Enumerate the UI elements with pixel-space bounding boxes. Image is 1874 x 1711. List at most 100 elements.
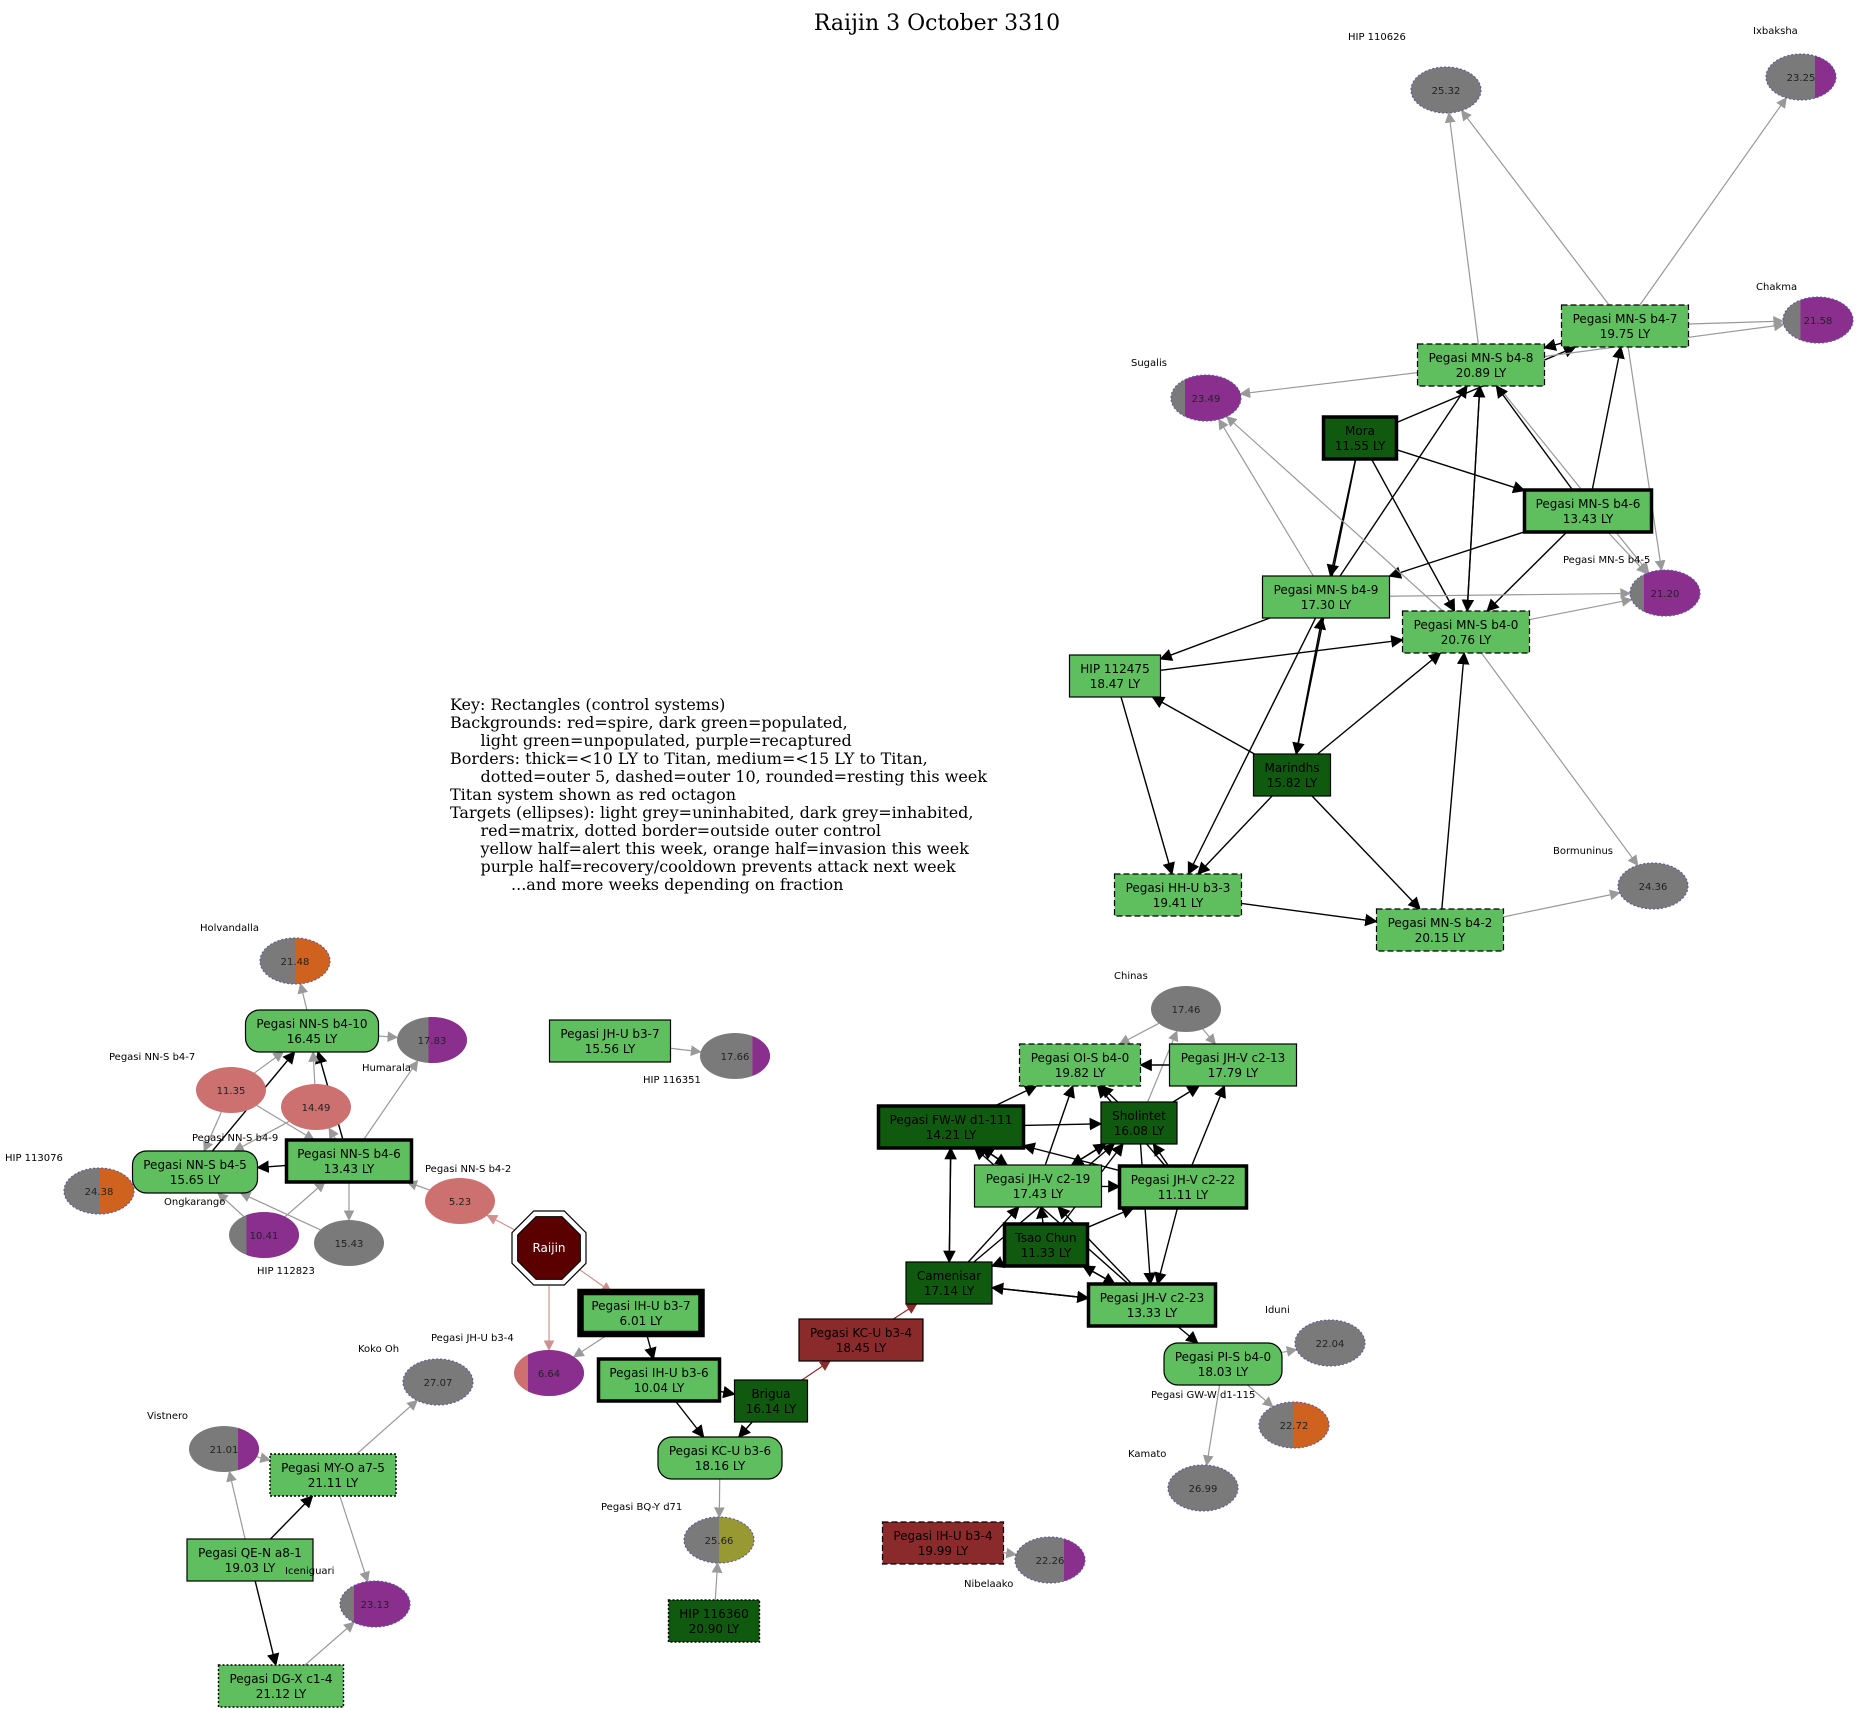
system-name: Pegasi DG-X c1-4	[229, 1672, 332, 1686]
key-line: purple half=recovery/cooldown prevents a…	[450, 857, 956, 876]
system-mn7[interactable]: Pegasi MN-S b4-719.75 LY	[1560, 304, 1690, 348]
system-mn0[interactable]: Pegasi MN-S b4-020.76 LY	[1401, 610, 1531, 654]
system-hh3[interactable]: Pegasi HH-U b3-319.41 LY	[1113, 873, 1243, 917]
system-ih6[interactable]: Pegasi IH-U b3-610.04 LY	[596, 1357, 722, 1403]
system-myo[interactable]: Pegasi MY-O a7-521.11 LY	[269, 1453, 397, 1497]
edge-brigua-to-kc4	[801, 1360, 831, 1381]
edge-mn9-to-hh3	[1187, 617, 1317, 876]
target-value: 15.43	[335, 1239, 364, 1250]
system-box	[269, 1453, 397, 1497]
target-fill	[1151, 986, 1221, 1032]
system-qen[interactable]: Pegasi QE-N a8-119.03 LY	[186, 1538, 314, 1582]
system-distance: 18.47 LY	[1090, 677, 1141, 691]
key-line: ...and more weeks depending on fraction	[450, 875, 843, 894]
system-box	[1416, 343, 1546, 387]
target-value: 21.20	[1651, 589, 1680, 600]
system-pis0[interactable]: Pegasi PI-S b4-018.03 LY	[1163, 1342, 1283, 1386]
system-distance: 17.30 LY	[1301, 598, 1352, 612]
edge-jv22-to-sholintet	[1152, 1142, 1170, 1167]
system-kc6[interactable]: Pegasi KC-U b3-618.16 LY	[657, 1436, 783, 1480]
system-ih4[interactable]: Pegasi IH-U b3-419.99 LY	[881, 1521, 1005, 1565]
system-jh7[interactable]: Pegasi JH-U b3-715.56 LY	[548, 1019, 672, 1063]
system-mn8[interactable]: Pegasi MN-S b4-820.89 LY	[1416, 343, 1546, 387]
key-line: Backgrounds: red=spire, dark green=popul…	[450, 713, 848, 732]
system-nn5[interactable]: Pegasi NN-S b4-515.65 LY	[131, 1150, 259, 1194]
system-distance: 19.41 LY	[1153, 896, 1204, 910]
edge-fw111-to-camenisar	[943, 1147, 956, 1264]
system-mn6[interactable]: Pegasi MN-S b4-613.43 LY	[1522, 488, 1654, 534]
edge-mn0-to-t_mn5	[1529, 596, 1633, 621]
system-distance: 19.82 LY	[1055, 1066, 1106, 1080]
edge-mn8-to-t_mn5	[1497, 385, 1650, 574]
edge-mn2-to-t_bormuninus	[1503, 889, 1621, 918]
system-name: Brigua	[751, 1387, 790, 1401]
edge-brigua-to-kc6	[737, 1421, 753, 1438]
edge-dgx-to-t_iceniguari	[304, 1621, 355, 1666]
system-dgx[interactable]: Pegasi DG-X c1-421.12 LY	[217, 1664, 345, 1708]
system-box	[1375, 908, 1505, 952]
system-name: Pegasi JH-V c2-19	[986, 1172, 1091, 1186]
key-line: red=matrix, dotted border=outside outer …	[450, 821, 881, 840]
system-distance: 11.11 LY	[1158, 1188, 1209, 1202]
target-name: Sugalis	[1131, 358, 1167, 369]
target-value: 17.46	[1172, 1005, 1201, 1016]
system-box	[667, 1599, 761, 1643]
key-line: light green=unpopulated, purple=recaptur…	[450, 731, 852, 750]
system-mn2[interactable]: Pegasi MN-S b4-220.15 LY	[1375, 908, 1505, 952]
edge-nn6-to-t_humarala	[362, 1060, 419, 1141]
system-nn6[interactable]: Pegasi NN-S b4-613.43 LY	[284, 1138, 414, 1184]
edge-jh7-to-t_hip116351	[670, 1045, 702, 1057]
system-name: Pegasi JH-V c2-13	[1181, 1051, 1286, 1065]
edge-marindhs-to-hip112475	[1151, 696, 1255, 755]
titan-node[interactable]: Raijin	[511, 1210, 587, 1286]
system-ih7[interactable]: Pegasi IH-U b3-76.01 LY	[577, 1288, 705, 1338]
system-distance: 13.33 LY	[1127, 1306, 1178, 1320]
target-value: 14.49	[302, 1103, 331, 1114]
system-box	[1261, 575, 1391, 619]
system-box	[1086, 1282, 1218, 1328]
system-ois0[interactable]: Pegasi OI-S b4-019.82 LY	[1018, 1043, 1142, 1087]
system-mn9[interactable]: Pegasi MN-S b4-917.30 LY	[1261, 575, 1391, 619]
system-kc4[interactable]: Pegasi KC-U b3-418.45 LY	[798, 1318, 924, 1362]
system-distance: 17.79 LY	[1208, 1066, 1259, 1080]
